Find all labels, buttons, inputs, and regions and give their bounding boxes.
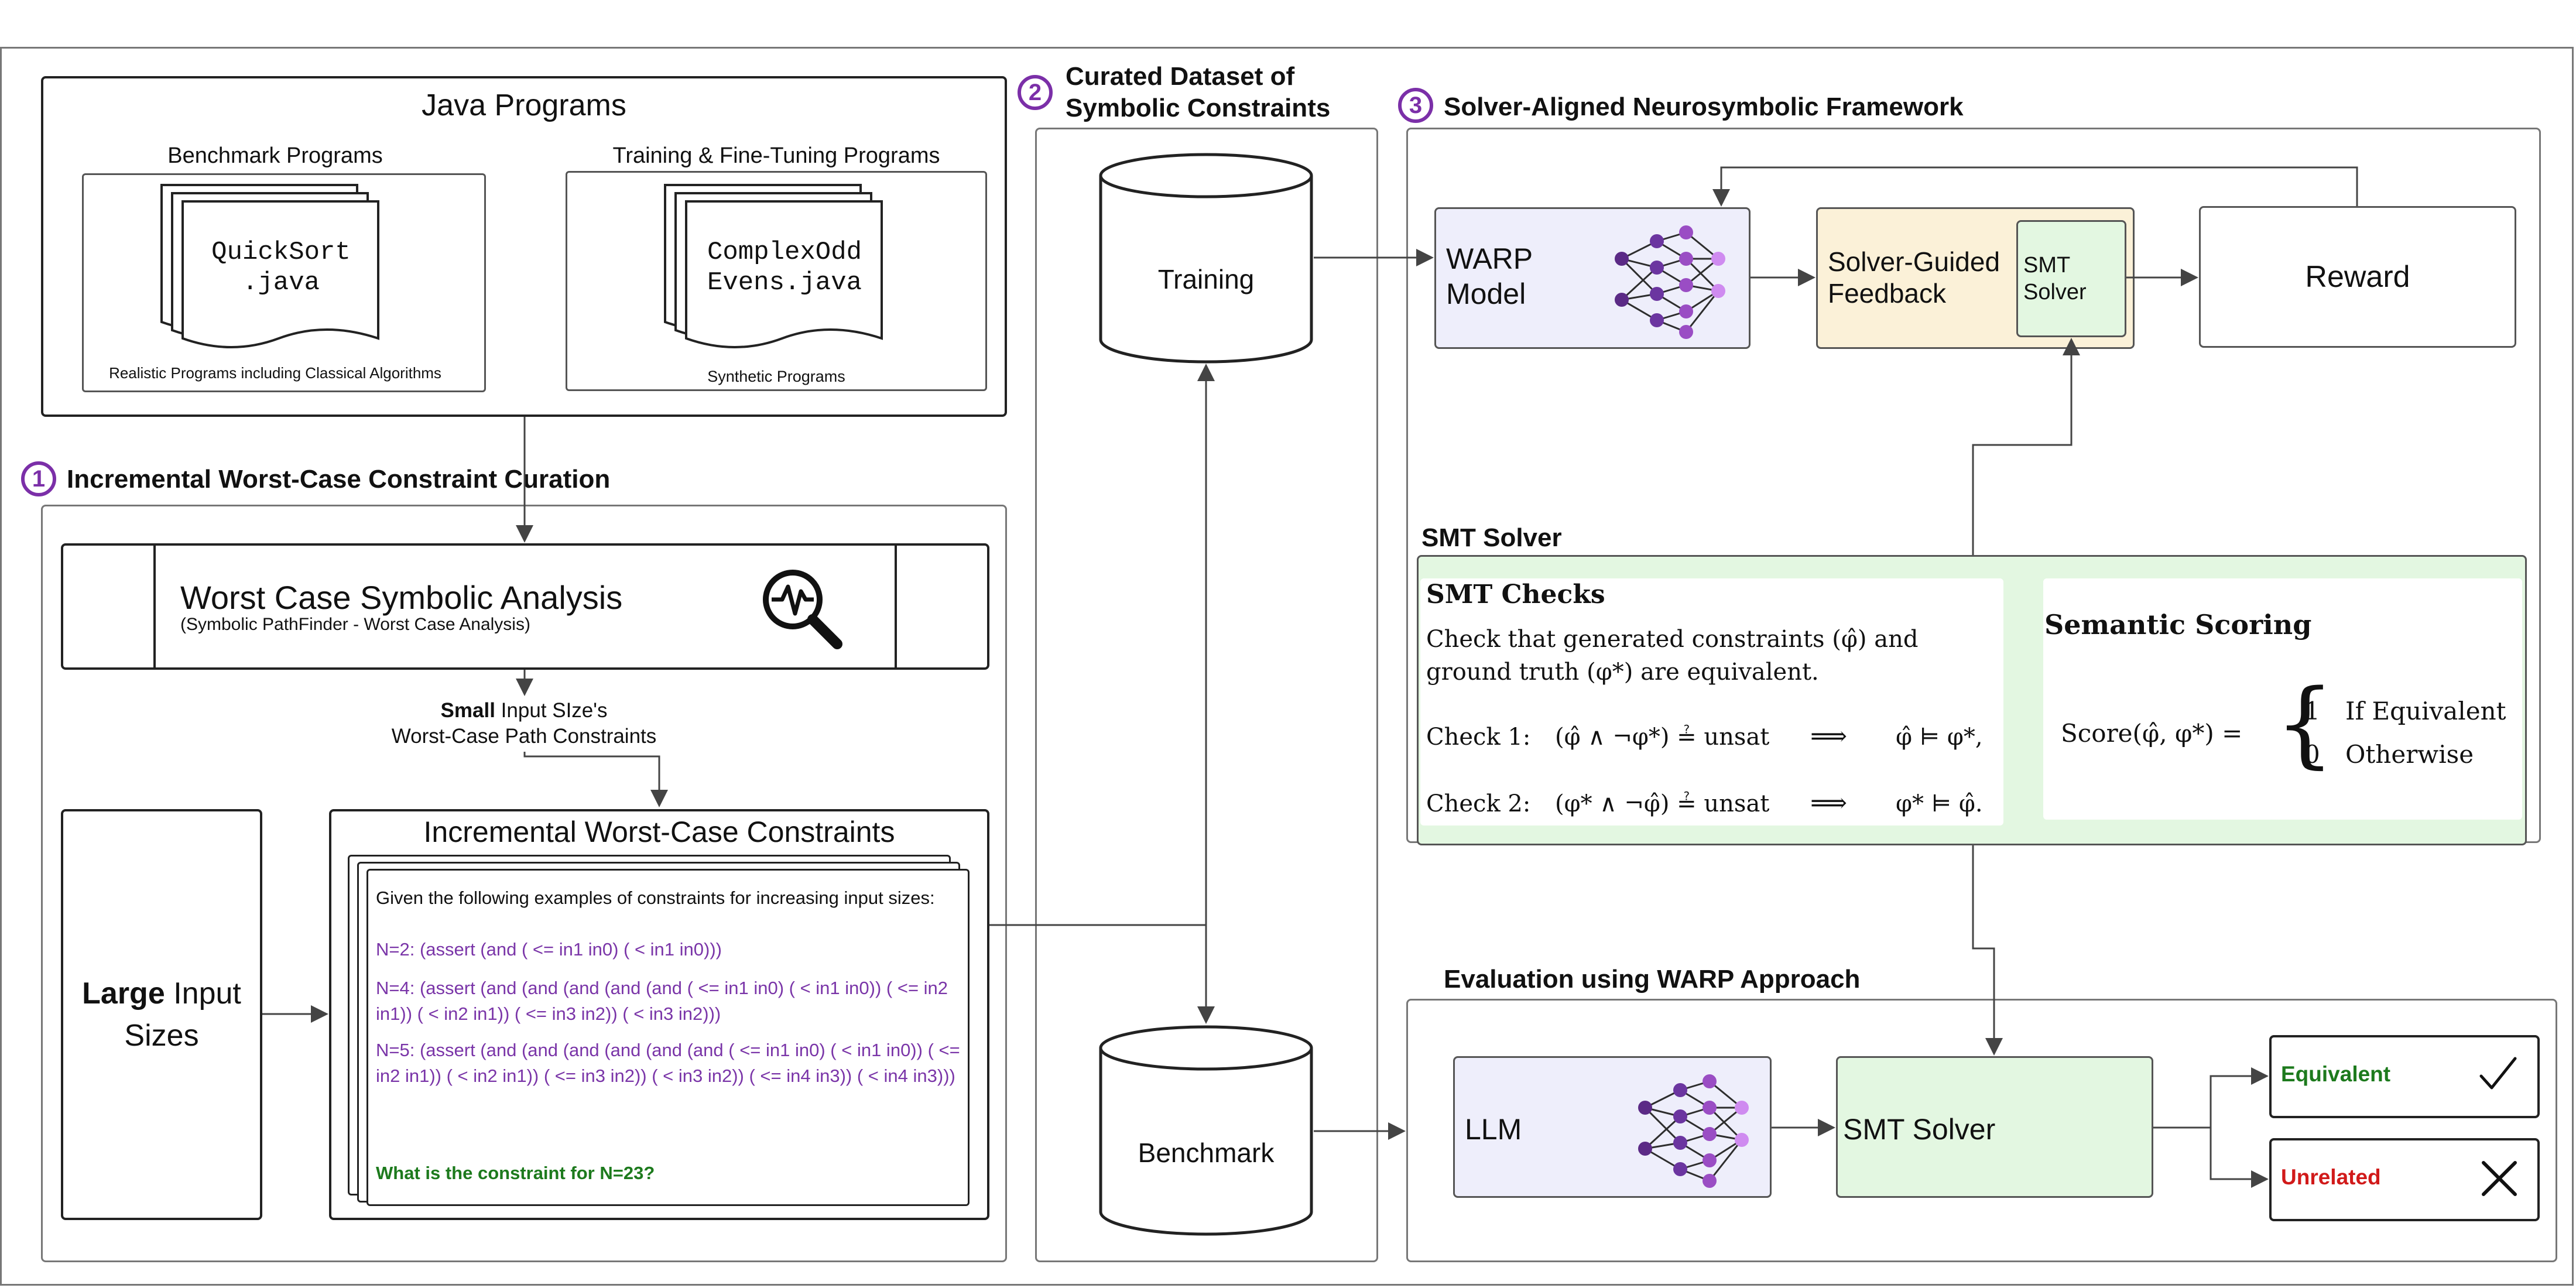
outer-frame <box>0 47 2574 1286</box>
java-programs-title: Java Programs <box>422 88 626 122</box>
eval-smt-solver-label: SMT Solver <box>1843 1113 1996 1146</box>
smt-solver-small-box <box>2016 220 2126 337</box>
training-dataset-label: Training <box>1157 264 1255 294</box>
check2-implies: ⟹ <box>1810 788 1848 818</box>
check2-label: Check 2: <box>1426 790 1531 817</box>
worst-case-analysis-box <box>61 543 989 670</box>
evaluation-title: Evaluation using WARP Approach <box>1444 965 1861 994</box>
section2-title-line1: Curated Dataset of <box>1066 62 1295 91</box>
semantic-scoring-title: Semantic Scoring <box>2044 609 2312 640</box>
small-input-line2: Worst-Case Path Constraints <box>391 725 657 748</box>
complexoddevens-file-name: ComplexOdd Evens.java <box>707 238 862 297</box>
training-programs-label: Training & Fine-Tuning Programs <box>612 143 940 168</box>
training-caption: Synthetic Programs <box>707 368 845 385</box>
reward-label: Reward <box>2305 260 2410 294</box>
section3-number-badge: 3 <box>1398 88 1433 123</box>
score-case1-text: If Equivalent <box>2345 697 2506 725</box>
score-case2-value: 0 <box>2304 740 2320 769</box>
check1-label: Check 1: <box>1426 724 1531 751</box>
java-programs-panel <box>41 76 1007 417</box>
feedback-line2: Feedback <box>1828 278 1947 309</box>
eval-smt-solver-box <box>1836 1056 2153 1198</box>
check2-formula: (φ* ∧ ¬φ̂) ≟ unsat <box>1555 790 1770 817</box>
benchmark-dataset-label: Benchmark <box>1138 1138 1275 1168</box>
llm-label: LLM <box>1465 1113 1522 1146</box>
training-database-icon <box>1099 153 1313 364</box>
analysis-title: Worst Case Symbolic Analysis <box>180 579 623 616</box>
equivalent-box <box>2269 1035 2540 1118</box>
score-lhs: Score(φ̂, φ*) = <box>2061 719 2243 748</box>
analysis-subtitle: (Symbolic PathFinder - Worst Case Analys… <box>180 615 530 634</box>
smt-solver-panel-title: SMT Solver <box>1421 523 1562 552</box>
warp-model-box <box>1434 207 1751 349</box>
warp-model-label: WARP Model <box>1446 241 1533 311</box>
small-input-rest: Input SIze's <box>495 699 608 722</box>
evaluation-panel <box>1406 999 2557 1262</box>
feedback-line1: Solver-Guided <box>1828 246 2000 277</box>
smt-checks-title: SMT Checks <box>1426 580 1605 609</box>
prompt-n5: N=5: (assert (and (and (and (and (and (a… <box>376 1040 960 1086</box>
section2-title-line2: Symbolic Constraints <box>1066 94 1331 122</box>
incremental-constraints-title: Incremental Worst-Case Constraints <box>423 816 895 848</box>
large-input-rest: Input <box>165 977 241 1010</box>
incremental-constraints-box <box>329 809 989 1220</box>
prompt-card <box>366 869 970 1206</box>
prompt-n4: N=4: (assert (and (and (and (and (and ( … <box>376 978 948 1024</box>
check2-result: φ* ⊨ φ̂. <box>1896 790 1983 817</box>
score-brace: { <box>2275 669 2335 778</box>
unrelated-box <box>2269 1138 2540 1221</box>
score-case1-value: 1 <box>2304 697 2320 725</box>
benchmark-database-icon <box>1099 1025 1313 1236</box>
semantic-scoring-card <box>2043 578 2522 820</box>
check1-formula: (φ̂ ∧ ¬φ*) ≟ unsat <box>1555 724 1770 751</box>
complexoddevens-doc-icon <box>664 184 883 348</box>
section3-title: Solver-Aligned Neurosymbolic Framework <box>1444 93 1964 121</box>
benchmark-programs-label: Benchmark Programs <box>167 143 383 168</box>
small-input-label: Small Input SIze's Worst-Case Path Const… <box>351 698 697 749</box>
prompt-n2: N=2: (assert (and ( <= in1 in0) ( < in1 … <box>376 939 722 960</box>
warp-line2: Model <box>1446 278 1526 310</box>
section2-panel <box>1035 128 1378 1262</box>
small-input-bold: Small <box>440 699 495 722</box>
check-mark-icon <box>2479 1057 2517 1090</box>
check1-result: φ̂ ⊨ φ*, <box>1896 724 1983 751</box>
process-left-bar <box>153 543 156 670</box>
prompt-question: What is the constraint for N=23? <box>376 1163 655 1183</box>
quicksort-doc-icon <box>160 184 379 348</box>
score-case2-text: Otherwise <box>2345 740 2474 769</box>
smt-solver-small-label: SMT Solver <box>2023 252 2087 306</box>
smt-small-line1: SMT <box>2023 253 2071 278</box>
check1-implies: ⟹ <box>1810 721 1848 751</box>
neural-network-icon <box>1615 225 1725 339</box>
llm-neural-network-icon <box>1638 1074 1749 1188</box>
cross-mark-icon <box>2482 1161 2517 1196</box>
large-input-bold: Large <box>82 977 165 1010</box>
process-right-bar <box>895 543 897 670</box>
prompt-intro: Given the following examples of constrai… <box>376 888 935 908</box>
magnifier-waveform-icon <box>763 570 842 649</box>
section1-title: Incremental Worst-Case Constraint Curati… <box>67 465 611 494</box>
benchmark-programs-box <box>82 173 486 392</box>
unrelated-label: Unrelated <box>2281 1165 2381 1189</box>
smt-checks-description: Check that generated constraints (φ̂) an… <box>1426 626 1919 686</box>
large-input-line2: Sizes <box>124 1019 199 1053</box>
section2-number-badge: 2 <box>1018 75 1053 110</box>
section1-number-badge: 1 <box>21 461 56 496</box>
warp-line1: WARP <box>1446 242 1533 275</box>
training-programs-box <box>566 171 987 391</box>
smt-checks-card <box>1420 578 2003 825</box>
solver-feedback-label: Solver-Guided Feedback <box>1828 246 2000 309</box>
smt-small-line2: Solver <box>2023 280 2087 304</box>
large-input-box: Large Input Sizes <box>61 809 262 1220</box>
benchmark-caption: Realistic Programs including Classical A… <box>109 364 441 382</box>
equivalent-label: Equivalent <box>2281 1062 2391 1086</box>
reward-box: Reward <box>2199 206 2516 348</box>
quicksort-file-name: QuickSort .java <box>211 238 351 297</box>
